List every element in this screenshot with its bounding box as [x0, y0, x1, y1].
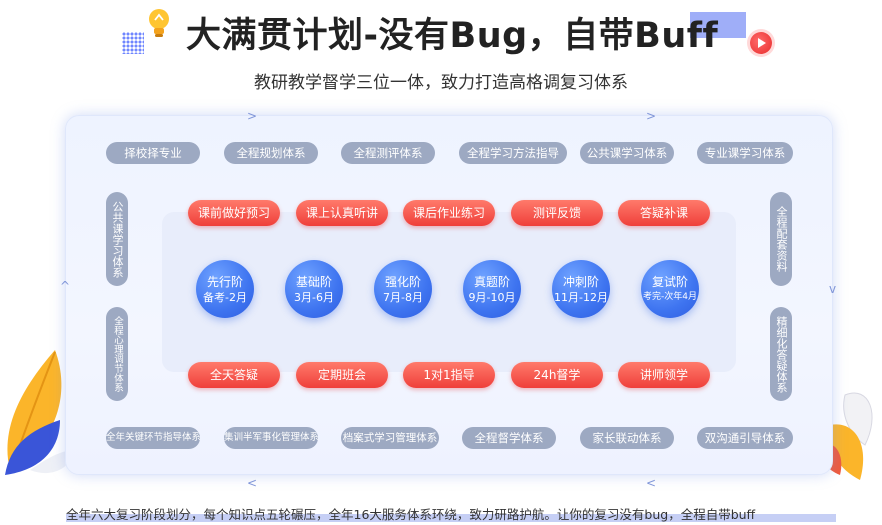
stage-circle-strengthen[interactable]: 强化阶 7月-8月: [374, 260, 432, 318]
play-icon[interactable]: [750, 32, 772, 54]
red-pill-listen[interactable]: 课上认真听讲: [296, 200, 388, 226]
red-pill-homework[interactable]: 课后作业练习: [403, 200, 495, 226]
pill-parent-linkage[interactable]: 家长联动体系: [580, 427, 674, 449]
pill-communication[interactable]: 双沟通引导体系: [697, 427, 793, 449]
pill-evaluation[interactable]: 全程测评体系: [341, 142, 435, 164]
red-pill-feedback[interactable]: 测评反馈: [511, 200, 603, 226]
stage-circle-pre[interactable]: 先行阶 备考-2月: [196, 260, 254, 318]
arrow-left-bottom-icon: <: [247, 476, 258, 490]
arrow-down-right-icon: v: [829, 282, 837, 296]
stage-period: 考完-次年4月: [643, 291, 697, 302]
stage-circle-sprint[interactable]: 冲刺阶 11月-12月: [552, 260, 610, 318]
stage-title: 基础阶: [295, 274, 332, 289]
red-pill-class-meeting[interactable]: 定期班会: [296, 362, 388, 388]
lightbulb-icon: [149, 9, 169, 37]
stage-period: 备考-2月: [203, 290, 247, 304]
footer-description: 全年六大复习阶段划分，每个知识点五轮碾压，全年16大服务体系环绕，致力研路护航。…: [66, 504, 836, 522]
pill-major-course[interactable]: 专业课学习体系: [697, 142, 793, 164]
vpill-qa[interactable]: 精细化答疑体系: [770, 307, 792, 401]
stage-period: 3月-6月: [294, 290, 334, 304]
stage-period: 9月-10月: [468, 290, 516, 304]
arrow-right-top-icon: >: [646, 109, 657, 123]
stage-period: 7月-8月: [383, 290, 423, 304]
stage-circle-retest[interactable]: 复试阶 考完-次年4月: [641, 260, 699, 318]
red-pill-allday-qa[interactable]: 全天答疑: [188, 362, 280, 388]
pill-planning[interactable]: 全程规划体系: [224, 142, 318, 164]
stage-period: 11月-12月: [554, 290, 608, 304]
stage-circle-real-exam[interactable]: 真题阶 9月-10月: [463, 260, 521, 318]
vpill-psychology[interactable]: 全程心理调节体系: [106, 307, 128, 401]
title-highlight: [690, 12, 746, 38]
pill-school-major[interactable]: 择校择专业: [106, 142, 200, 164]
page-subtitle: 教研教学督学三位一体，致力打造高格调复习体系: [254, 73, 628, 93]
red-pill-24h[interactable]: 24h督学: [511, 362, 603, 388]
pill-training-management[interactable]: 集训半军事化管理体系: [224, 427, 318, 449]
stage-title: 复试阶: [651, 274, 688, 289]
arrow-up-left-icon: ^: [60, 279, 71, 293]
stage-title: 强化阶: [384, 274, 421, 289]
stage-title: 冲刺阶: [562, 274, 599, 289]
red-pill-preview[interactable]: 课前做好预习: [188, 200, 280, 226]
arrow-left-bottom-icon: <: [646, 476, 657, 490]
stage-title: 真题阶: [473, 274, 510, 289]
dots-decoration-icon: [122, 32, 144, 54]
stage-panel: [162, 212, 736, 372]
vpill-materials[interactable]: 全程配套资料: [770, 192, 792, 286]
leaf-decoration-left-icon: [5, 350, 75, 475]
vpill-public-course[interactable]: 公共课学习体系: [106, 192, 128, 286]
red-pill-lecturer[interactable]: 讲师领学: [618, 362, 710, 388]
pill-public-course[interactable]: 公共课学习体系: [580, 142, 674, 164]
pill-supervision[interactable]: 全程督学体系: [462, 427, 556, 449]
pill-archive-management[interactable]: 档案式学习管理体系: [341, 427, 439, 449]
red-pill-tutoring[interactable]: 答疑补课: [618, 200, 710, 226]
red-pill-one-on-one[interactable]: 1对1指导: [403, 362, 495, 388]
stage-circle-basic[interactable]: 基础阶 3月-6月: [285, 260, 343, 318]
pill-key-stage-guidance[interactable]: 全年关键环节指导体系: [106, 427, 200, 449]
title-row: 大满贯计划-没有Bug，自带Buff: [0, 6, 882, 56]
page-title: 大满贯计划-没有Bug，自带Buff: [186, 16, 719, 56]
arrow-right-top-icon: >: [247, 109, 258, 123]
stage-title: 先行阶: [206, 274, 243, 289]
pill-study-method[interactable]: 全程学习方法指导: [459, 142, 567, 164]
